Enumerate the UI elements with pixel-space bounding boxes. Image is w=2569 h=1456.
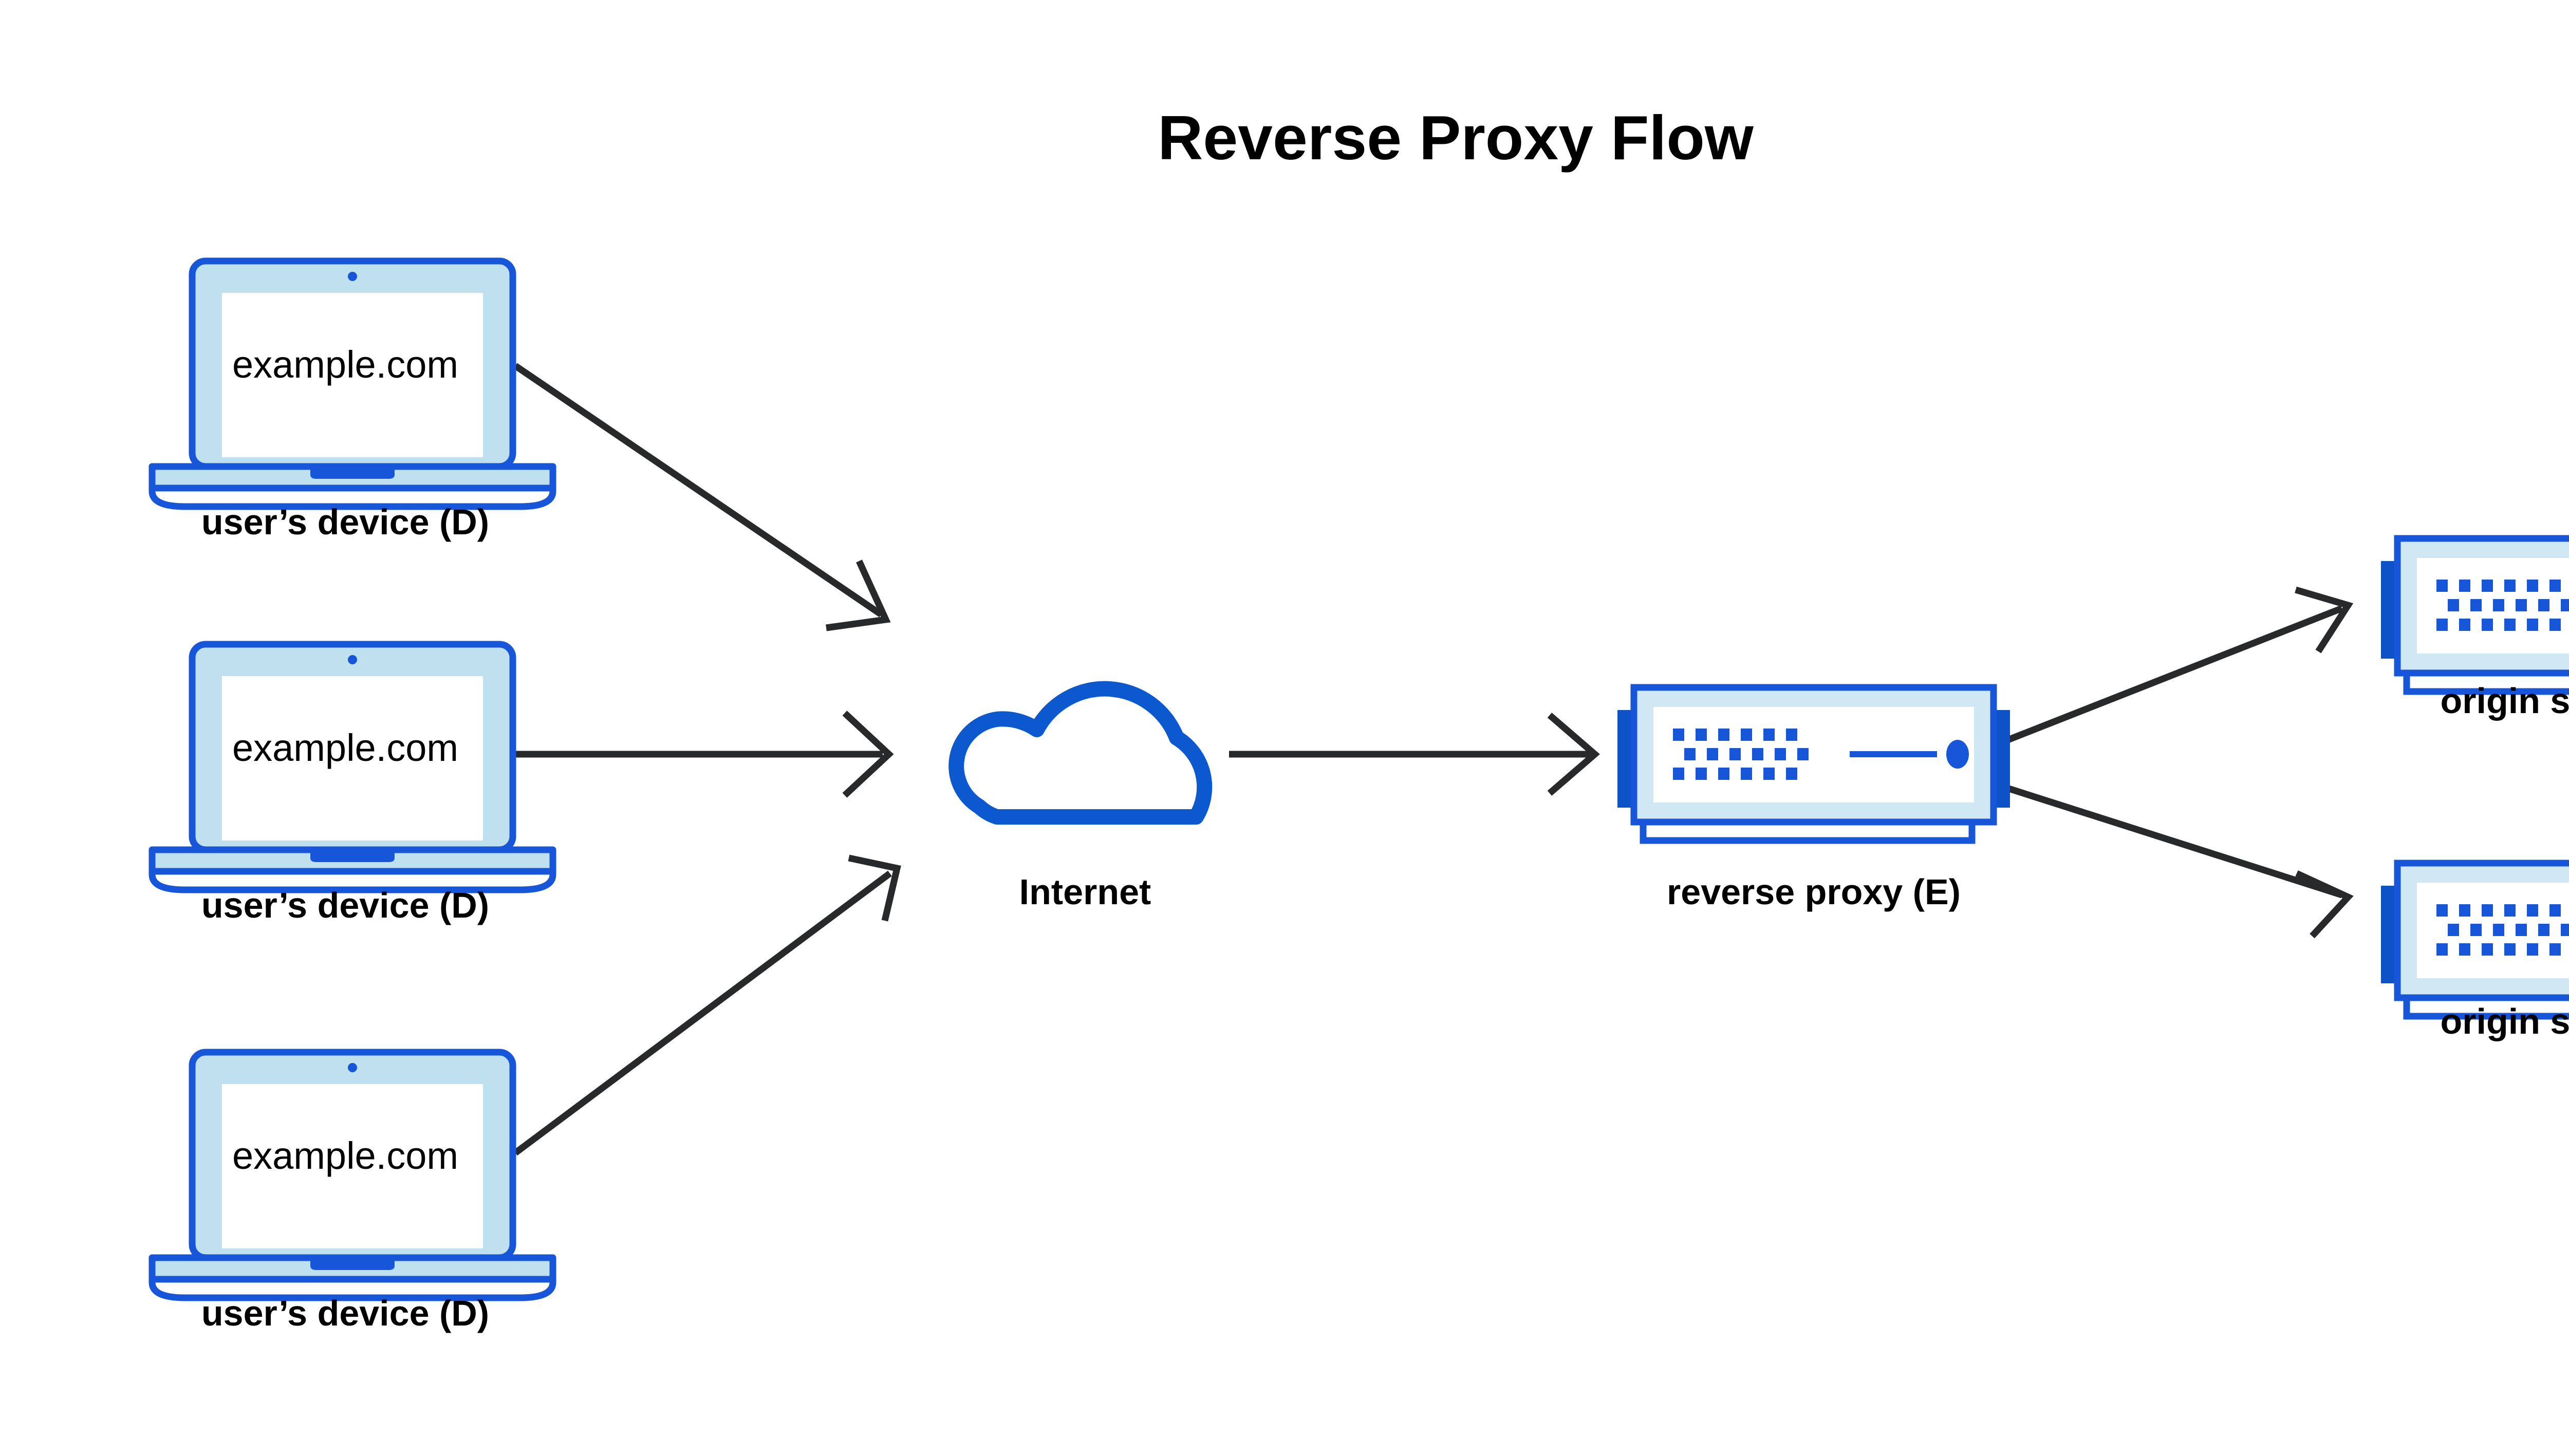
- server-icon: [1617, 687, 2010, 841]
- page-title: Reverse Proxy Flow: [1158, 103, 1754, 173]
- node-user-device-top[interactable]: example.com user’s device (D): [152, 261, 553, 542]
- edge-proxy-to-origin-top: [1996, 586, 2354, 748]
- device-top-label: user’s device (D): [201, 502, 489, 542]
- device-bottom-label: user’s device (D): [201, 1293, 489, 1333]
- node-origin-server-top[interactable]: origin server (F): [2381, 538, 2569, 721]
- edge-device-middle-to-internet: [515, 711, 894, 798]
- edge-device-top-to-internet: [513, 363, 891, 631]
- internet-label: Internet: [1019, 872, 1151, 912]
- server-icon: [2381, 863, 2569, 1016]
- device-top-screen-text: example.com: [232, 343, 458, 386]
- cloud-icon: [956, 689, 1204, 817]
- edge-internet-to-proxy: [1229, 713, 1600, 796]
- device-middle-label: user’s device (D): [201, 885, 489, 925]
- node-user-device-middle[interactable]: example.com user’s device (D): [152, 644, 553, 925]
- origin-bottom-label: origin server (F): [2441, 1001, 2569, 1041]
- reverse-proxy-label: reverse proxy (E): [1667, 872, 1961, 912]
- node-internet[interactable]: Internet: [956, 689, 1204, 912]
- edge-proxy-to-origin-bottom: [1997, 781, 2354, 939]
- device-middle-screen-text: example.com: [232, 726, 458, 769]
- device-bottom-screen-text: example.com: [232, 1134, 458, 1177]
- node-reverse-proxy[interactable]: reverse proxy (E): [1617, 687, 2010, 912]
- edge-device-bottom-to-internet: [513, 854, 901, 1156]
- node-user-device-bottom[interactable]: example.com user’s device (D): [152, 1052, 553, 1333]
- origin-top-label: origin server (F): [2441, 681, 2569, 721]
- server-icon: [2381, 538, 2569, 692]
- node-origin-server-bottom[interactable]: origin server (F): [2381, 863, 2569, 1041]
